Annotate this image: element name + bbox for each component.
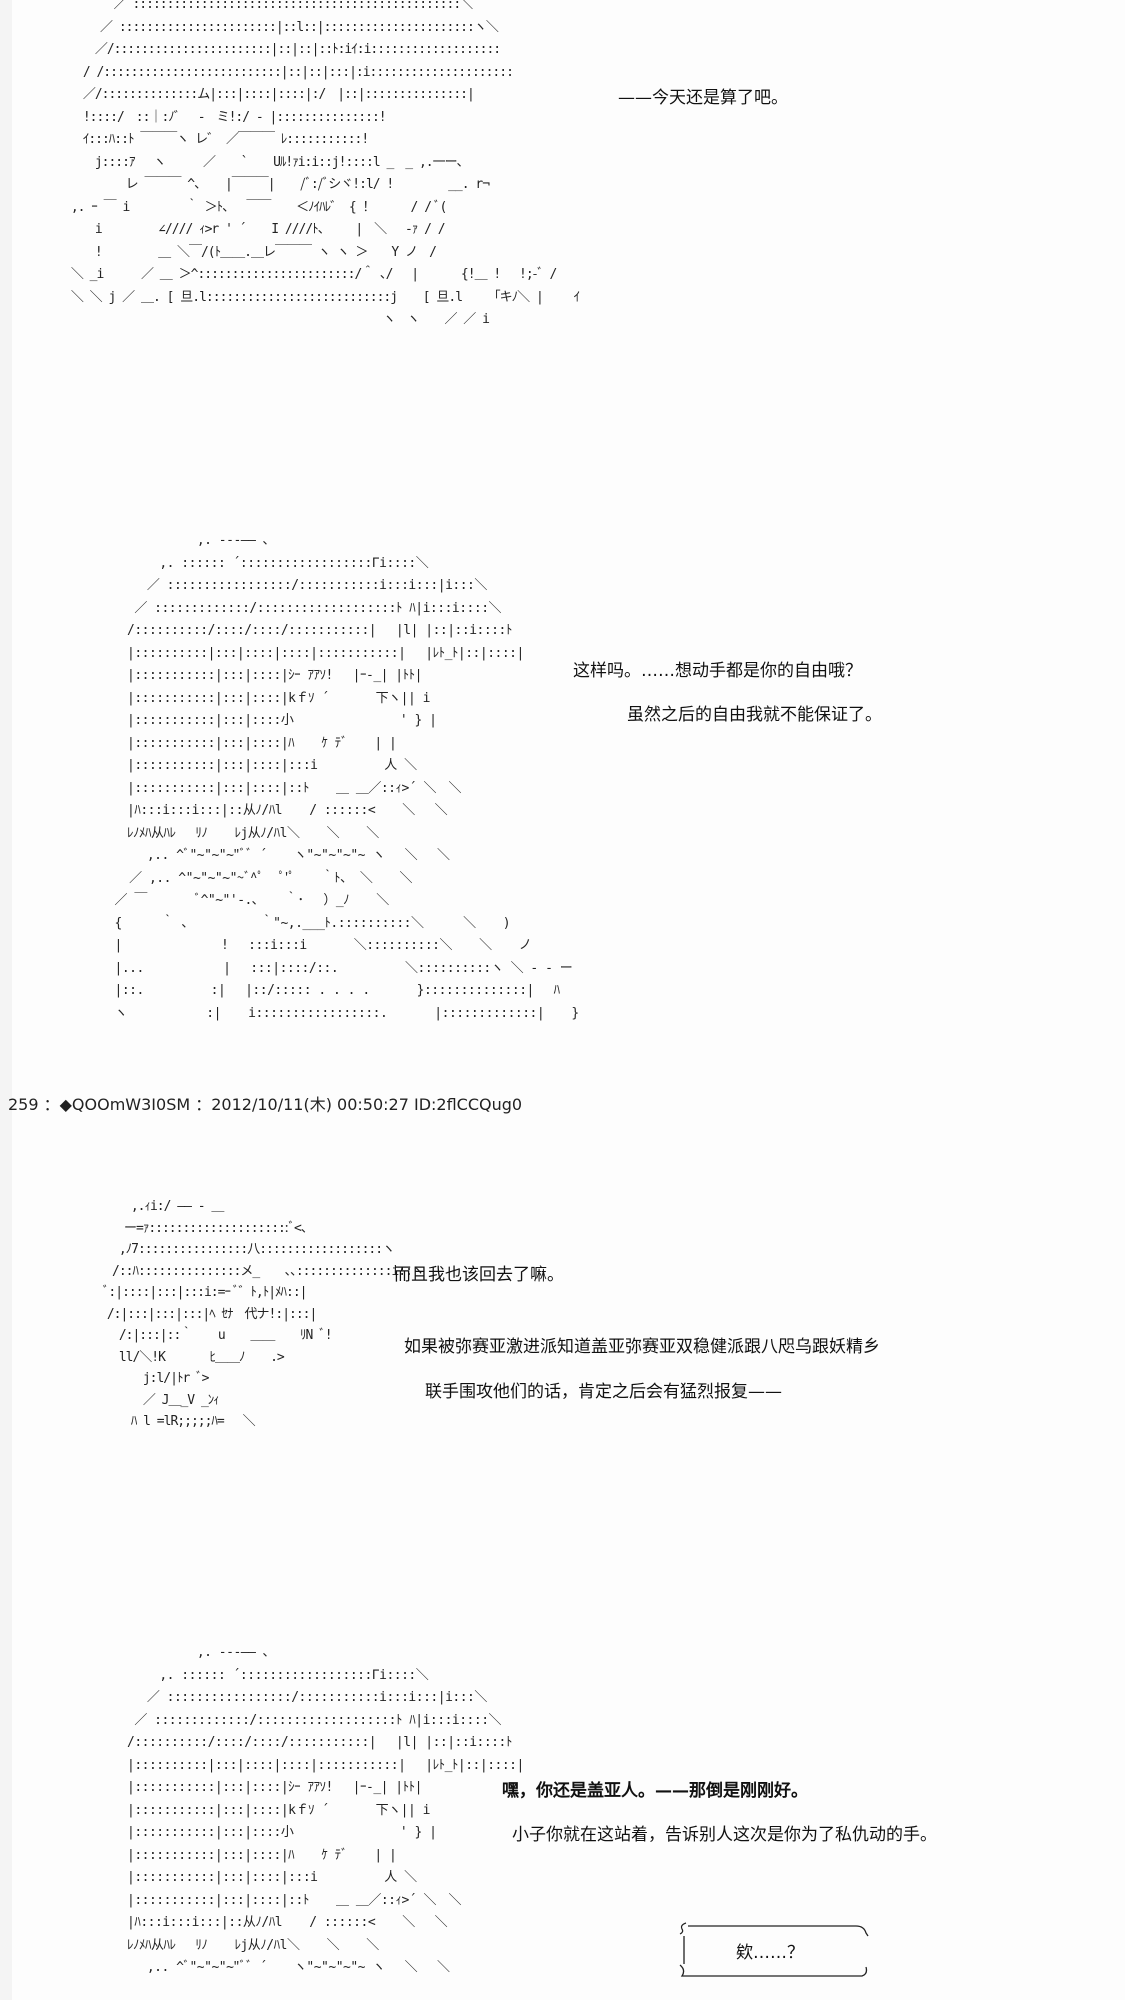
dialogue-line-1: ——今天还是算了吧。 — [618, 88, 788, 108]
post-header: 259 ：◆QOOmW3I0SM ：2012/10/11(木) 00:50:27… — [8, 1095, 523, 1114]
dialogue-line-7: 嘿，你还是盖亚人。——那倒是刚刚好。 — [502, 1781, 808, 1801]
dialogue-line-5: 如果被弥赛亚激进派知道盖亚弥赛亚双稳健派跟八咫乌跟妖精乡 — [404, 1337, 880, 1357]
dialogue-line-3: 虽然之后的自由我就不能保证了。 — [627, 705, 882, 725]
dialogue-line-6: 联手围攻他们的话，肯定之后会有猛烈报复—— — [425, 1382, 782, 1402]
ascii-art-character-3: ,.ｨi:/ ―― ‐ ＿ ー=ｧ:::::::::::::::::::::ﾞ<… — [100, 1199, 425, 1429]
speech-bubble: 欸……？ — [676, 1920, 876, 1982]
ascii-art-character-1: ／ ::::::::::::::::::::::::::::::::::::::… — [70, 0, 580, 327]
dialogue-line-4: 而且我也该回去了嘛。 — [394, 1265, 564, 1285]
ascii-art-character-2: ,. ---―― ､ ,. :::::: ´::::::::::::::::::… — [114, 533, 580, 1021]
speech-bubble-text: 欸……？ — [736, 1943, 804, 1963]
dialogue-line-2: 这样吗。……想动手都是你的自由哦？ — [573, 661, 862, 681]
left-margin-strip — [0, 0, 12, 2000]
dialogue-line-8: 小子你就在这站着，告诉别人这次是你为了私仇动的手。 — [512, 1825, 937, 1845]
ascii-art-character-4: ,. ---―― ､ ,. :::::: ´::::::::::::::::::… — [127, 1645, 524, 1975]
speech-bubble-outline — [679, 1922, 869, 1977]
